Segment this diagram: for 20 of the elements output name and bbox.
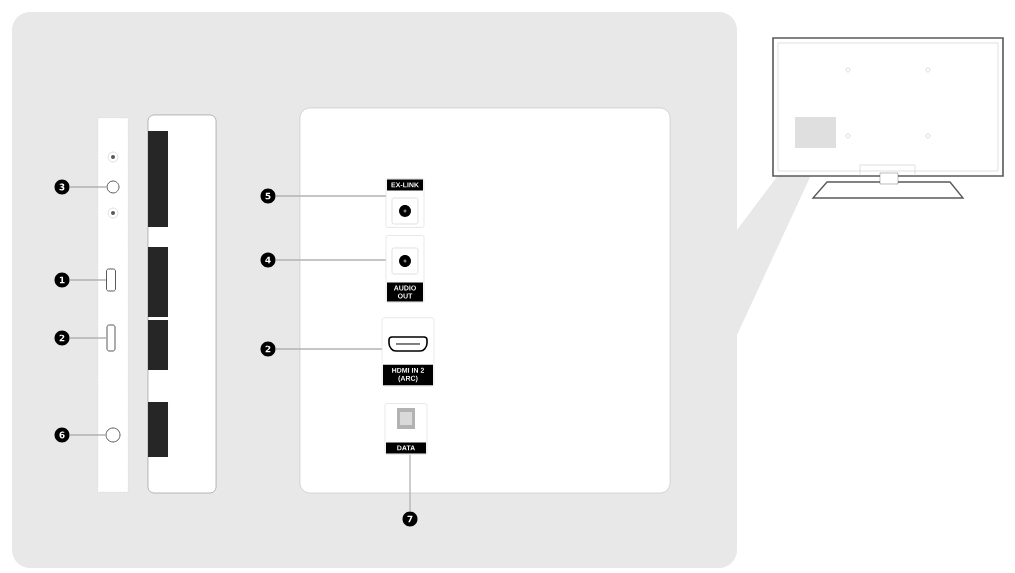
port-icon — [106, 324, 116, 352]
leader-line — [409, 454, 411, 512]
callout-number: 3 — [54, 179, 70, 195]
leader-line — [69, 186, 108, 188]
leader-line — [275, 195, 387, 197]
jack-icon — [106, 180, 120, 194]
callout-number: 6 — [54, 427, 70, 443]
leader-line — [275, 259, 387, 261]
jack-icon — [105, 427, 121, 443]
callout-number: 4 — [260, 252, 276, 268]
port-icon — [106, 268, 116, 292]
callout-number: 1 — [54, 272, 70, 288]
callout-number: 7 — [402, 511, 418, 527]
leader-line — [275, 348, 383, 350]
callout-number: 2 — [54, 330, 70, 346]
leader-line — [69, 337, 108, 339]
callout-number: 5 — [260, 188, 276, 204]
leader-line — [69, 279, 107, 281]
leader-line — [69, 434, 107, 436]
callout-number: 2 — [260, 341, 276, 357]
